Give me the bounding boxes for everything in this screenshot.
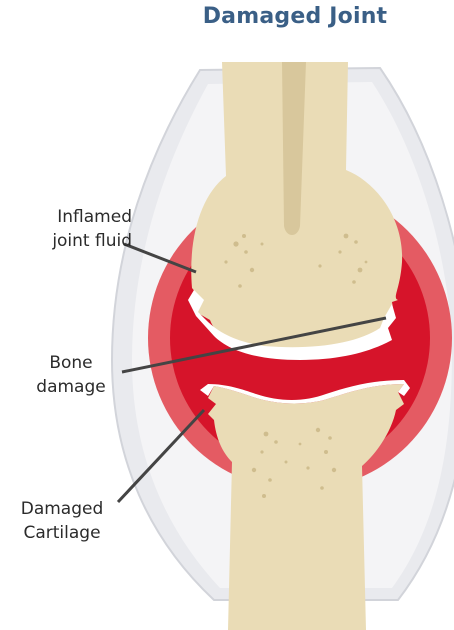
label-damaged-cartilage: Damaged Cartilage xyxy=(6,497,118,545)
label-bone-damage: Bone damage xyxy=(36,351,106,399)
label-inflamed-joint-fluid: Inflamed joint fluid xyxy=(14,205,132,253)
